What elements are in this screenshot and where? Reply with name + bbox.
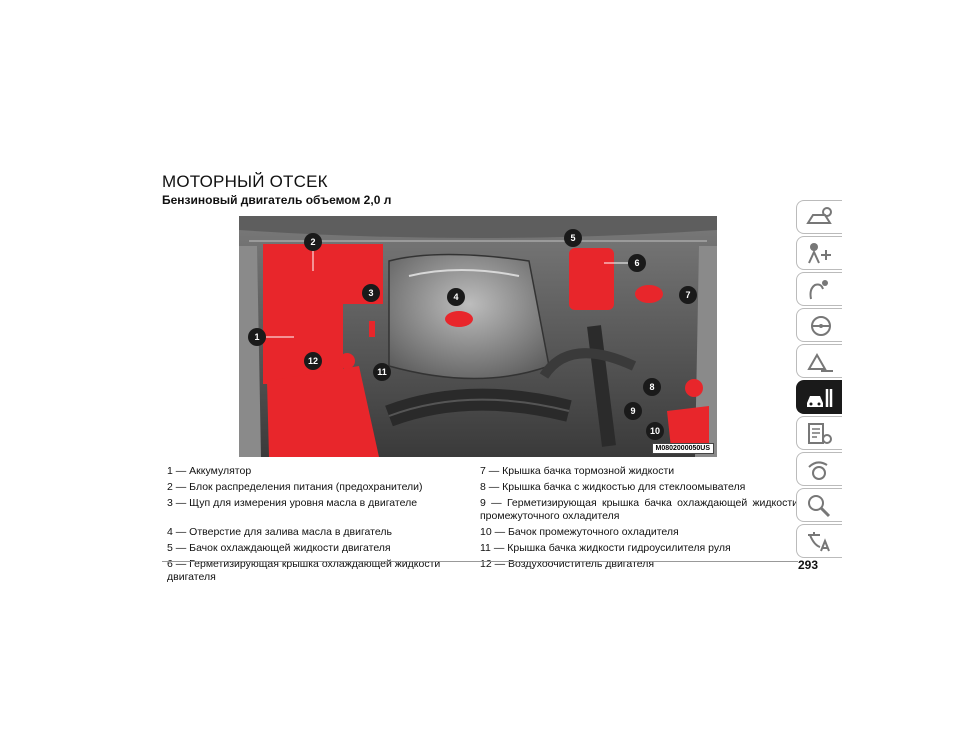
legend-item: 9 — Герметизирующая крышка бачка охлажда… [480,497,798,522]
page-title: МОТОРНЫЙ ОТСЕК [162,172,328,191]
page-subtitle: Бензиновый двигатель объемом 2,0 л [162,193,392,207]
svg-text:11: 11 [377,367,387,377]
callout-1: 1 [248,328,294,346]
tab-maintenance[interactable] [796,416,842,450]
intercooler-reservoir [667,406,709,448]
engine-bay-illustration: 1 2 3 4 5 6 7 8 9 10 11 12 [239,216,717,457]
magnifier-index-icon [808,495,831,518]
multimedia-icon [808,461,828,480]
oil-dipstick [369,321,375,337]
legend-item: 1 — Аккумулятор [167,465,252,477]
coolant-reservoir [569,248,614,310]
car-service-wrench-icon [807,389,833,407]
washer-fluid-cap [685,379,703,397]
callout-5: 5 [564,229,582,247]
callout-11: 11 [373,363,391,381]
air-cleaner [267,366,379,457]
tab-driving[interactable] [796,308,842,342]
callout-4: 4 [447,288,465,306]
tab-controls[interactable] [796,272,842,306]
tab-warnings[interactable] [796,344,842,378]
engine-bay-figure: 1 2 3 4 5 6 7 8 9 10 11 12 M0802000050US [239,216,717,457]
battery [263,304,343,384]
svg-text:4: 4 [453,292,458,302]
legend-item: 7 — Крышка бачка тормозной жидкости [480,465,675,477]
chapter-tabs [796,200,842,560]
legend-item: 4 — Отверстие для залива масла в двигате… [167,526,392,538]
legend-left-column: 1 — Аккумулятор 2 — Блок распределения п… [167,465,475,587]
brake-fluid-cap [635,285,663,303]
figure-code: M0802000050US [651,443,714,454]
callout-3: 3 [362,284,380,302]
callout-10: 10 [646,422,664,440]
callout-7: 7 [679,286,697,304]
legend-item: 2 — Блок распределения питания (предохра… [167,481,423,493]
steering-wheel-icon [811,316,831,336]
callout-2: 2 [304,233,322,271]
tab-service[interactable] [796,380,842,414]
svg-text:1: 1 [254,332,259,342]
seatbelt-safety-icon [808,243,831,264]
svg-text:2: 2 [310,237,315,247]
svg-text:7: 7 [685,290,690,300]
power-steering-cap [339,353,355,369]
svg-text:8: 8 [649,382,654,392]
language-icon [808,532,830,552]
car-dashboard-icon [806,207,832,224]
svg-text:12: 12 [308,356,318,366]
legend-divider [162,561,798,562]
svg-text:3: 3 [368,288,373,298]
legend-item: 11 — Крышка бачка жидкости гидроусилител… [480,542,731,554]
callout-12: 12 [304,352,322,370]
svg-text:5: 5 [570,233,575,243]
legend-item: 5 — Бачок охлаждающей жидкости двигателя [167,542,391,554]
svg-text:6: 6 [634,258,639,268]
legend-item: 8 — Крышка бачка с жидкостью для стеклоо… [480,481,746,493]
legend-item: 12 — Воздухоочиститель двигателя [480,558,655,570]
callout-6: 6 [604,254,646,272]
callout-8: 8 [643,378,661,396]
tab-languages[interactable] [796,524,842,558]
tab-index[interactable] [796,488,842,522]
svg-text:9: 9 [630,406,635,416]
legend-right-column: 7 — Крышка бачка тормозной жидкости 8 — … [480,465,798,574]
legend-item: 10 — Бачок промежуточного охладителя [480,526,679,538]
hand-controls-icon [809,280,828,300]
tab-multimedia[interactable] [796,452,842,486]
tab-car-dashboard[interactable] [796,200,842,234]
legend-item: 3 — Щуп для измерения уровня масла в дви… [167,497,418,509]
svg-text:10: 10 [650,426,660,436]
maintenance-list-icon [808,423,832,444]
warning-car-icon [807,352,833,372]
oil-fill-cap [445,311,473,327]
tab-safety[interactable] [796,236,842,270]
page-number: 293 [798,558,819,572]
callout-9: 9 [624,402,642,420]
